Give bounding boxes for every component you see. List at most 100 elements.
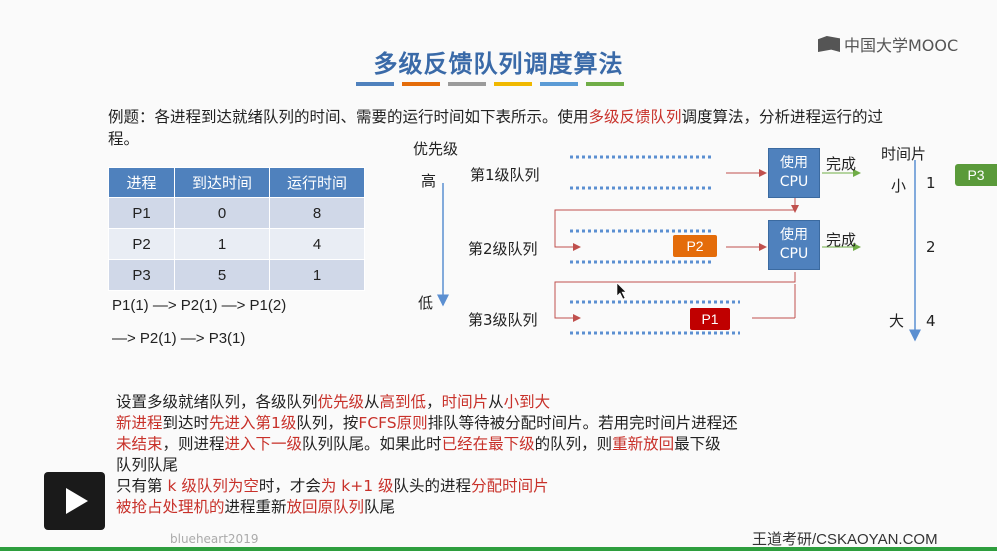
table-header: 运行时间 [269, 167, 365, 198]
table-cell: P1 [108, 197, 175, 229]
table-cell: P3 [108, 259, 175, 291]
explanation-segment: 到达时 [162, 414, 210, 432]
logo-text: 中国大学MOOC [844, 36, 959, 55]
book-icon [818, 36, 840, 52]
queue2-label: 第2级队列 [468, 240, 538, 258]
cpu-box-line2: CPU [779, 174, 809, 190]
progress-bar[interactable] [0, 547, 997, 551]
table-row: P3 5 1 [108, 259, 365, 291]
underline-segment [356, 82, 394, 86]
explanation-segment: 最下级 [674, 435, 721, 453]
explanation-segment: ， [426, 393, 442, 411]
table-header: 进程 [108, 167, 175, 198]
explanation-segment: 队列队尾。如果此时 [302, 435, 442, 453]
intro-part1: 例题：各进程到达就绪队列的时间、需要的运行时间如下表所示。使用 [108, 108, 589, 126]
table-row: P1 0 8 [108, 197, 365, 229]
cpu-box-line2: CPU [779, 246, 809, 262]
done-label-2: 完成 [826, 231, 857, 249]
explanation-segment: 只有第 [116, 477, 168, 495]
intro-part2: 调度算法，分析进程运行的过程。 [108, 108, 884, 148]
explanation-segment: 先进入第1级 [209, 414, 297, 432]
timeslice-small: 小 [891, 177, 907, 195]
done-label-1: 完成 [826, 155, 857, 173]
explanation-segment: FCFS原则 [358, 414, 428, 432]
cpu-box-line1: 使用 [780, 227, 808, 243]
schedule-sequence-line1: P1(1) —> P2(1) —> P1(2) [112, 297, 287, 314]
table-cell: 8 [269, 197, 365, 229]
explanation-segment: 进程重新 [224, 498, 287, 516]
play-icon[interactable] [44, 472, 105, 530]
process-p3: P3 [955, 164, 997, 186]
explanation-segment: 未结束 [116, 435, 163, 453]
explanation-line: 设置多级就绪队列，各级队列优先级从高到低，时间片从小到大 [116, 392, 836, 413]
explanation-line: 未结束，则进程进入下一级队列队尾。如果此时已经在最下级的队列，则重新放回最下级 [116, 434, 836, 455]
table-row: P2 1 4 [108, 228, 365, 260]
explanation-segment: 时间片 [441, 393, 489, 411]
explanation-segment: 从 [488, 393, 504, 411]
explanation-segment: 队列，按 [296, 414, 359, 432]
explanation-segment: 从 [364, 393, 380, 411]
explanation-segment: 高到低 [379, 393, 427, 411]
underline-segment [402, 82, 440, 86]
process-p2: P2 [673, 235, 717, 257]
timeslice-4: 4 [926, 312, 936, 330]
explanation-segment: 分配时间片 [471, 477, 549, 495]
timeslice-label: 时间片 [881, 145, 927, 163]
explanation-segment: 进入下一级 [224, 435, 303, 453]
explanation-text: 设置多级就绪队列，各级队列优先级从高到低，时间片从小到大新进程到达时先进入第1级… [116, 392, 836, 518]
process-table: 进程 到达时间 运行时间 P1 0 8 P2 1 4 P3 5 1 [108, 167, 365, 291]
timeslice-large: 大 [889, 312, 905, 330]
explanation-segment: 已经在最下级 [441, 435, 535, 453]
explanation-line: 只有第 k 级队列为空时，才会为 k+1 级队头的进程分配时间片 [116, 476, 836, 497]
underline-segment [494, 82, 532, 86]
slide-title: 多级反馈队列调度算法 [373, 50, 624, 78]
priority-low: 低 [418, 294, 434, 312]
explanation-segment: 被抢占处理机的 [116, 498, 225, 516]
cpu-box-line1: 使用 [780, 155, 808, 171]
queue1-label: 第1级队列 [470, 166, 540, 184]
schedule-sequence-line2: —> P2(1) —> P3(1) [112, 330, 246, 347]
process-p1: P1 [690, 308, 730, 330]
explanation-segment: 队头的进程 [393, 477, 472, 495]
explanation-segment: k 级队列为空 [167, 477, 259, 495]
explanation-segment: 设置多级就绪队列，各级队列 [116, 393, 318, 411]
cpu-box-1: 使用 CPU [768, 148, 820, 198]
explanation-segment: 时，才会 [258, 477, 321, 495]
timeslice-1: 1 [926, 174, 936, 192]
explanation-segment: ，则进程 [162, 435, 225, 453]
watermark: blueheart2019 [170, 532, 259, 546]
explanation-line: 新进程到达时先进入第1级队列，按FCFS原则排队等待被分配时间片。若用完时间片进… [116, 413, 836, 434]
mooc-logo: 中国大学MOOC [818, 32, 958, 56]
title-underline [356, 82, 624, 87]
explanation-segment: 重新放回 [612, 435, 675, 453]
priority-label: 优先级 [413, 140, 459, 158]
cpu-box-2: 使用 CPU [768, 220, 820, 270]
underline-segment [540, 82, 578, 86]
explanation-segment: 的队列，则 [534, 435, 613, 453]
explanation-segment: 优先级 [317, 393, 365, 411]
table-cell: 1 [269, 259, 365, 291]
table-cell: 4 [269, 228, 365, 260]
feedback-arrow-q3 [554, 272, 796, 322]
explanation-line: 被抢占处理机的进程重新放回原队列队尾 [116, 497, 836, 518]
mouse-cursor-icon [616, 282, 627, 300]
underline-segment [586, 82, 624, 86]
queue3-label: 第3级队列 [468, 311, 538, 329]
table-header-row: 进程 到达时间 运行时间 [108, 167, 365, 198]
underline-segment [448, 82, 486, 86]
table-cell: 1 [174, 228, 270, 260]
intro-text: 例题：各进程到达就绪队列的时间、需要的运行时间如下表所示。使用多级反馈队列调度算… [108, 106, 908, 150]
table-cell: 0 [174, 197, 270, 229]
explanation-segment: 小到大 [503, 393, 551, 411]
explanation-segment: 队尾 [364, 498, 396, 516]
explanation-segment: 为 k+1 级 [320, 477, 394, 495]
timeslice-2: 2 [926, 238, 936, 256]
footer-brand: 王道考研/CSKAOYAN.COM [752, 531, 938, 548]
explanation-segment: 排队等待被分配时间片。若用完时间片进程还 [427, 414, 738, 432]
intro-highlight: 多级反馈队列 [588, 108, 682, 126]
priority-high: 高 [421, 172, 437, 190]
table-header: 到达时间 [174, 167, 270, 198]
explanation-segment: 队列队尾 [116, 456, 179, 474]
explanation-segment: 放回原队列 [286, 498, 365, 516]
